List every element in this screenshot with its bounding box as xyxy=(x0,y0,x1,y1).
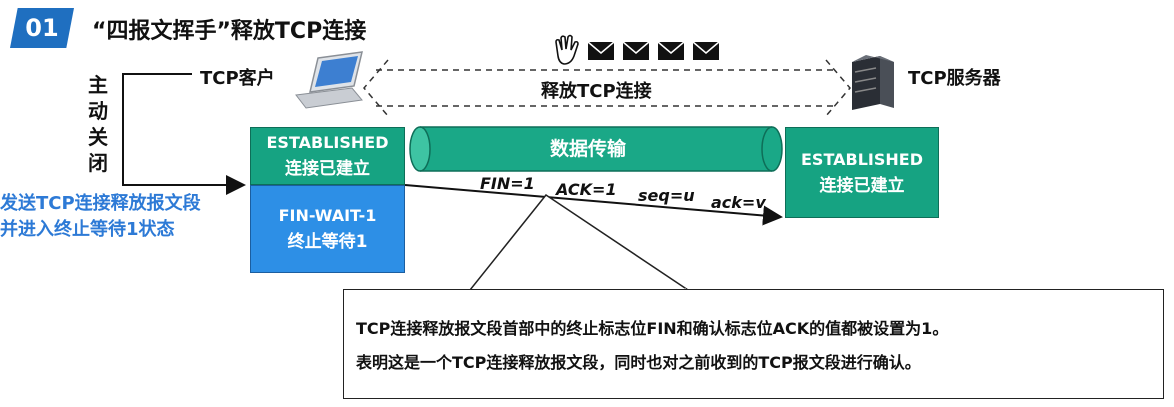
data-transfer-label: 数据传输 xyxy=(550,138,627,160)
page-title: “四报文挥手”释放TCP连接 xyxy=(92,19,367,44)
release-connection-label: 释放TCP连接 xyxy=(541,81,652,102)
client-action-note: 发送TCP连接释放报文段 并进入终止等待1状态 xyxy=(0,191,201,243)
server-icon xyxy=(852,55,894,110)
callout-line: TCP连接释放报文段首部中的终止标志位FIN和确认标志位ACK的值都被设置为1。 xyxy=(356,319,949,338)
state-name-zh: 终止等待1 xyxy=(287,232,368,252)
active-close-char: 主 xyxy=(88,73,108,97)
envelope-icon xyxy=(692,41,720,60)
state-name-en: FIN-WAIT-1 xyxy=(278,206,377,225)
state-name-en: ESTABLISHED xyxy=(801,149,923,169)
active-close-arrow xyxy=(122,73,246,195)
data-transfer-pipe xyxy=(409,126,783,172)
server-established-state: ESTABLISHED 连接已建立 xyxy=(785,127,939,218)
envelope-icon xyxy=(622,41,650,60)
client-label: TCP客户 xyxy=(200,68,275,89)
client-finwait1-state: FIN-WAIT-1 终止等待1 xyxy=(250,185,405,273)
client-action-note-line: 并进入终止等待1状态 xyxy=(0,219,175,240)
laptop-icon xyxy=(295,51,363,109)
active-close-label: 主 动 关 闭 xyxy=(83,72,113,176)
active-close-char: 关 xyxy=(88,125,108,149)
callout-pointer xyxy=(468,193,691,292)
callout-line: 表明这是一个TCP连接释放报文段，同时也对之前收到的TCP报文段进行确认。 xyxy=(356,353,921,372)
section-number-badge: 01 xyxy=(10,8,74,48)
fin-segment-arrow xyxy=(404,184,783,226)
waving-hand-icon xyxy=(555,34,579,65)
segment-fin-field: FIN=1 xyxy=(480,174,535,193)
server-label: TCP服务器 xyxy=(908,68,1001,89)
release-connection-dashed-arrow xyxy=(363,59,851,117)
state-name-en: ESTABLISHED xyxy=(266,133,389,152)
client-established-state: ESTABLISHED 连接已建立 xyxy=(250,127,405,185)
client-action-note-line: 发送TCP连接释放报文段 xyxy=(0,193,201,214)
active-close-char: 动 xyxy=(88,99,108,123)
explanation-callout: TCP连接释放报文段首部中的终止标志位FIN和确认标志位ACK的值都被设置为1。… xyxy=(343,289,1164,399)
envelope-icon xyxy=(587,41,615,60)
state-name-zh: 连接已建立 xyxy=(285,159,370,179)
segment-ack-flag-field: ACK=1 xyxy=(556,180,617,199)
segment-ack-number-field: ack=v xyxy=(711,193,766,212)
state-name-zh: 连接已建立 xyxy=(819,175,905,196)
active-close-char: 闭 xyxy=(88,151,108,175)
envelope-icon xyxy=(657,41,685,60)
segment-seq-field: seq=u xyxy=(638,186,695,205)
